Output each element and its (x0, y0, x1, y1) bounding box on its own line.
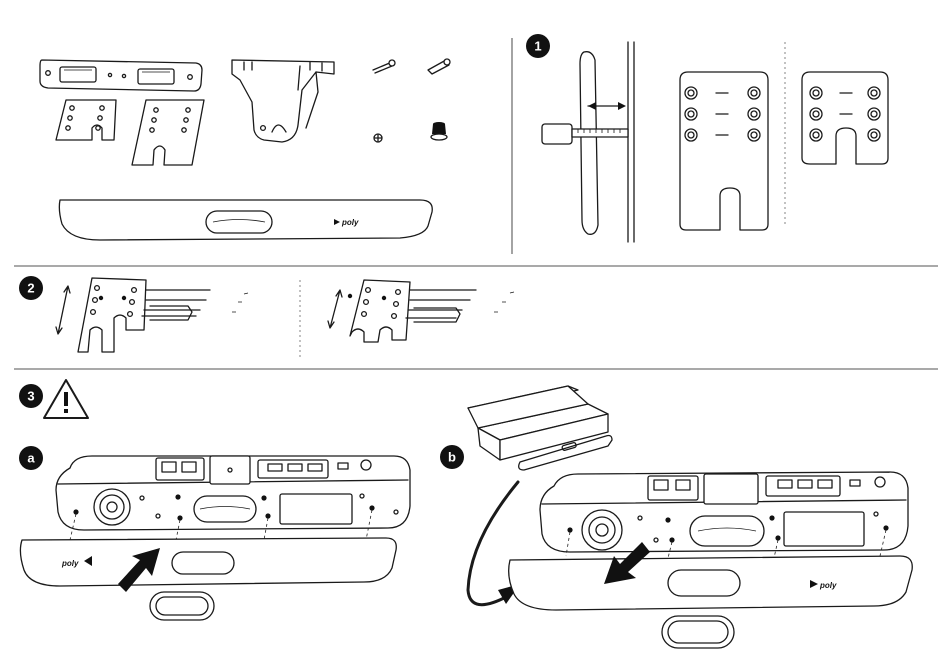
bracket-assembly-left (56, 278, 248, 352)
front-cover-removed-a: poly (20, 538, 396, 592)
step-3-label: 3 (27, 389, 34, 404)
hole-pattern-plate-small (802, 72, 888, 164)
step-1-badge: 1 (526, 34, 550, 58)
small-mount-plate (56, 100, 116, 140)
brand-logo-text: poly (341, 218, 359, 227)
step-2-label: 2 (27, 281, 34, 296)
lens-cover-a (150, 592, 214, 620)
brand-logo-text-b: poly (819, 581, 837, 590)
step-1-panel: 1 (526, 34, 888, 242)
lens-cover-b (662, 616, 734, 648)
step-3b-label: b (448, 450, 456, 465)
packaging-box (468, 386, 612, 470)
device-rear-view-b (540, 472, 908, 558)
brand-logo-text-a: poly (61, 559, 79, 568)
wall-plate-bracket (40, 60, 202, 91)
device-rear-view-a (56, 456, 410, 540)
screw-icon (373, 60, 395, 73)
thumb-screw-icon (431, 122, 447, 140)
large-mount-plate (132, 100, 204, 165)
video-bar-device: poly (59, 200, 432, 240)
step-3b-badge: b (440, 445, 464, 469)
small-screw-icon (374, 134, 382, 142)
display-side-view (542, 42, 634, 242)
step-3-panel: 3 a (19, 380, 912, 648)
step-3-badge: 3 (19, 384, 43, 408)
parts-inventory: poly (40, 59, 450, 240)
bracket-assembly-right (328, 280, 514, 342)
step-1-label: 1 (534, 39, 541, 54)
display-hook-bracket (232, 60, 334, 142)
step-2-badge: 2 (19, 276, 43, 300)
step-3a-label: a (27, 451, 35, 466)
step-2-panel: 2 (19, 276, 514, 352)
step-3a-badge: a (19, 446, 43, 470)
wall-anchor-icon (428, 59, 450, 74)
hole-pattern-plate-large (680, 72, 768, 230)
warning-triangle-icon (44, 380, 88, 418)
